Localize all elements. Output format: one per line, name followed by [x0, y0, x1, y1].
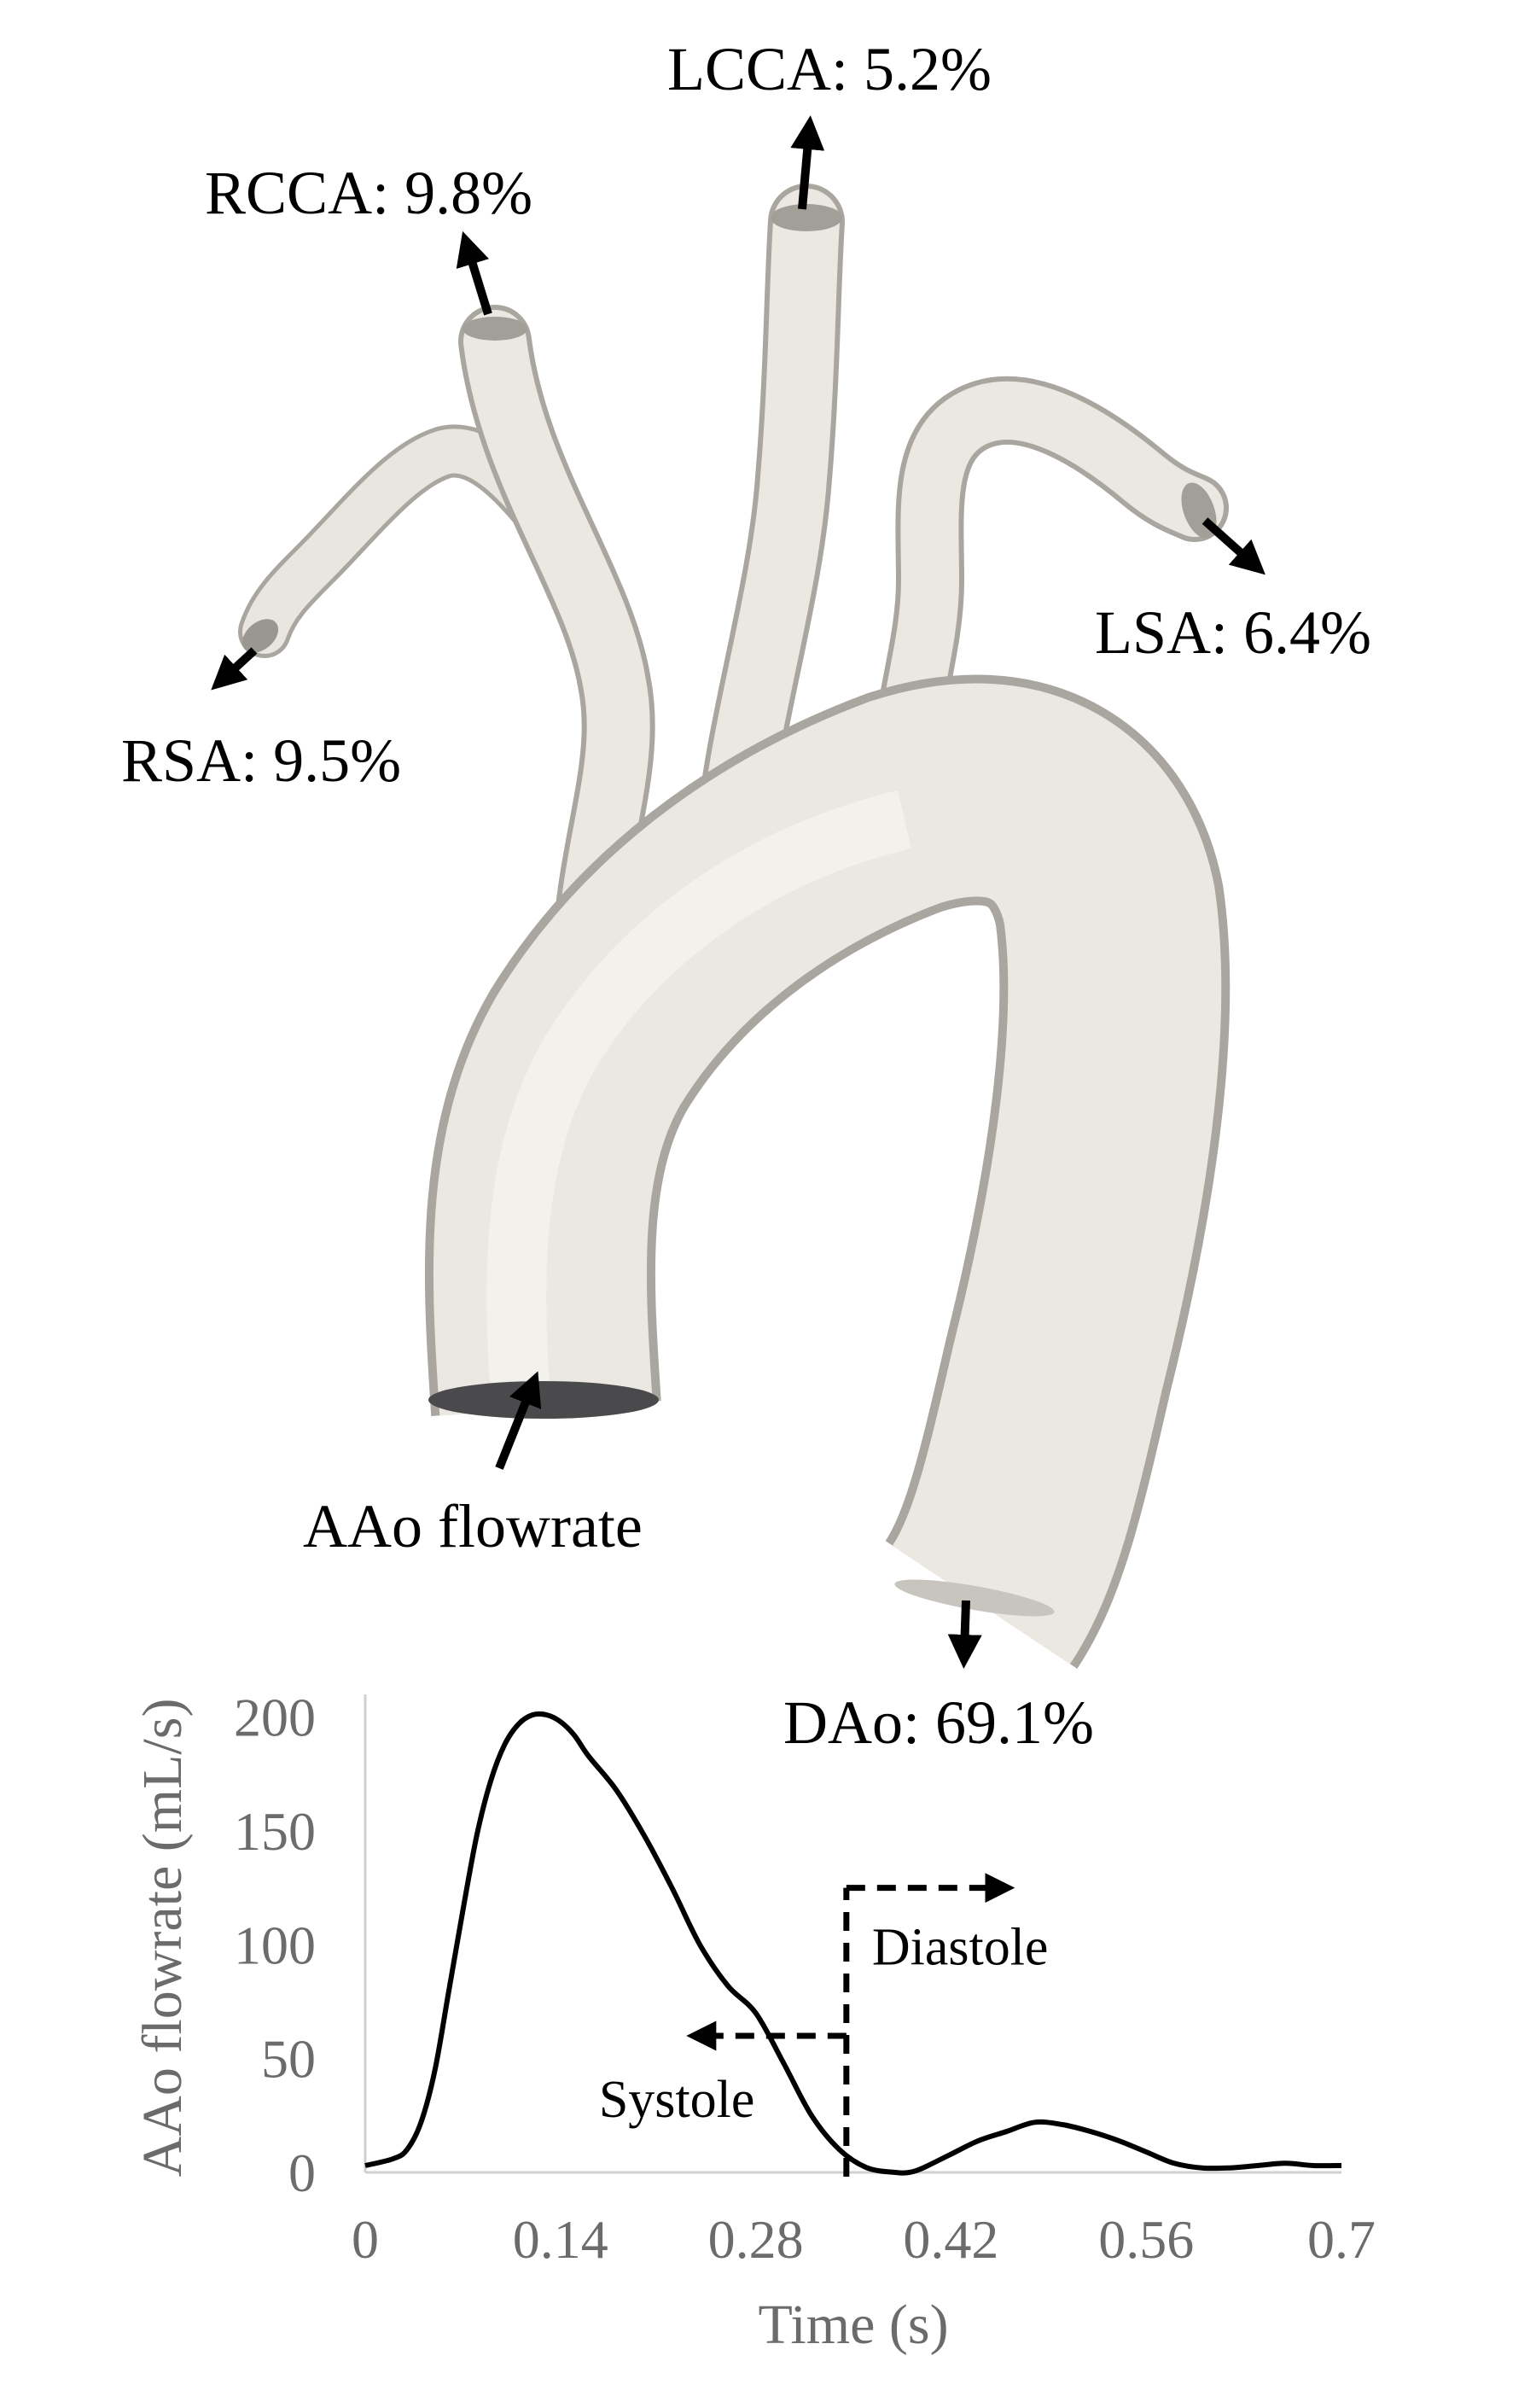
rcca-arrow [456, 230, 492, 316]
rsa-label: RSA: 9.5% [121, 726, 401, 795]
lcca-label: LCCA: 5.2% [667, 35, 992, 103]
x-axis-title: Time (s) [758, 2294, 948, 2356]
y-tick-label: 150 [234, 1801, 316, 1862]
y-tick-label: 200 [234, 1688, 316, 1748]
x-tick-label: 0.14 [513, 2209, 608, 2270]
rsa-arrow [211, 647, 258, 691]
y-tick-labels: 0 50 100 150 200 [234, 1688, 316, 2203]
dao-arrow [947, 1600, 982, 1669]
y-tick-label: 50 [261, 2029, 316, 2090]
flowrate-chart: 0 50 100 150 200 0 0.14 0.28 0.42 0.56 0.7 Diasto… [131, 1688, 1376, 2356]
inlet-arrow [495, 1371, 542, 1470]
aao-inlet [428, 1381, 659, 1419]
flowrate-series-line [364, 1711, 1342, 2176]
flow-arrows [211, 115, 1265, 1669]
dao-label: DAo: 69.1% [783, 1688, 1094, 1757]
inlet-label: AAo flowrate [303, 1492, 643, 1560]
x-tick-label: 0.7 [1307, 2209, 1376, 2270]
x-tick-label: 0.56 [1098, 2209, 1194, 2270]
x-tick-label: 0.42 [903, 2209, 998, 2270]
y-tick-label: 100 [234, 1915, 316, 1975]
systole-diastole-boundary [686, 1873, 1015, 2177]
x-tick-labels: 0 0.14 0.28 0.42 0.56 0.7 [352, 2209, 1376, 2270]
systole-label: Systole [599, 2071, 755, 2129]
diastole-label: Diastole [872, 1919, 1049, 1977]
y-tick-label: 0 [288, 2143, 316, 2203]
rcca-label: RCCA: 9.8% [205, 159, 532, 227]
x-tick-label: 0.28 [708, 2209, 804, 2270]
lsa-label: LSA: 6.4% [1095, 598, 1371, 667]
aorta-model [238, 184, 1231, 1669]
x-tick-label: 0 [352, 2209, 379, 2270]
lsa-arrow [1201, 517, 1265, 575]
lcca-arrow [790, 115, 825, 210]
y-axis-title: AAo flowrate (mL/s) [131, 1699, 194, 2178]
